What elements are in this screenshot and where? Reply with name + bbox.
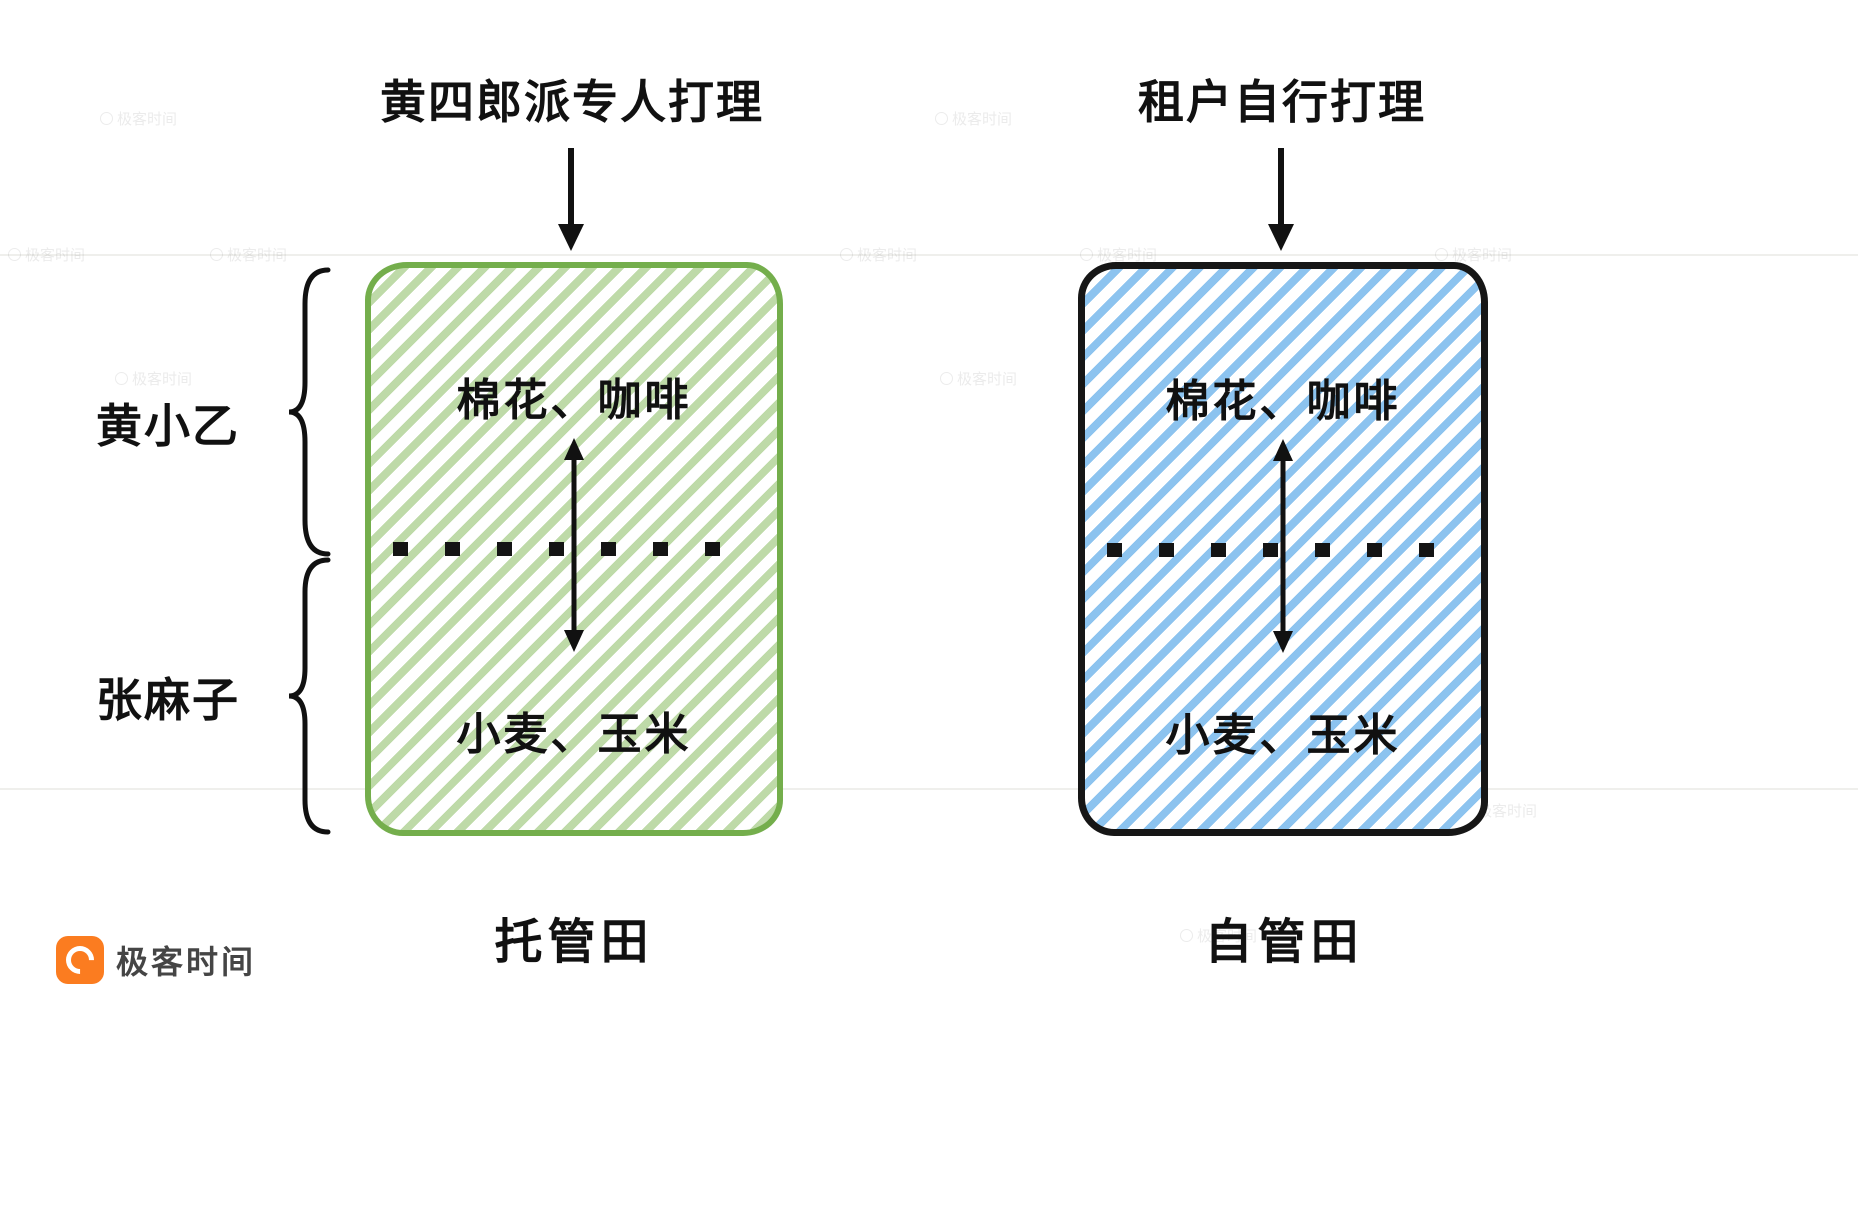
watermark-text: 极客时间 bbox=[952, 111, 1013, 128]
watermark-text: 极客时间 bbox=[132, 371, 193, 388]
watermark-icon bbox=[100, 112, 113, 125]
logo-ring-icon bbox=[60, 940, 100, 980]
watermark: 极客时间 bbox=[840, 244, 917, 265]
geektime-logo-text: 极客时间 bbox=[116, 944, 257, 980]
vertical-double-arrow-icon bbox=[564, 438, 584, 652]
watermark-text: 极客时间 bbox=[1477, 803, 1538, 820]
down-arrow-icon bbox=[1268, 148, 1294, 251]
left-manager-title: 黄四郎派专人打理 bbox=[380, 76, 764, 128]
watermark: 极客时间 bbox=[115, 368, 192, 389]
watermark-text: 极客时间 bbox=[1097, 247, 1158, 264]
managed-field-crops-top: 棉花、咖啡 bbox=[456, 376, 692, 425]
geektime-logo: 极客时间 bbox=[56, 936, 256, 984]
self-field-crops-top: 棉花、咖啡 bbox=[1165, 377, 1401, 426]
watermark: 极客时间 bbox=[100, 108, 177, 129]
watermark-icon bbox=[935, 112, 948, 125]
watermark-icon bbox=[115, 372, 128, 385]
geektime-logo-icon bbox=[56, 936, 104, 984]
watermark-icon bbox=[210, 248, 223, 261]
watermark-text: 极客时间 bbox=[1197, 928, 1258, 945]
watermark: 极客时间 bbox=[210, 244, 287, 265]
watermark-icon bbox=[1435, 248, 1448, 261]
watermark: 极客时间 bbox=[1180, 925, 1257, 946]
watermark-icon bbox=[840, 248, 853, 261]
vertical-double-arrow-icon bbox=[1273, 439, 1293, 653]
faint-horizontal-line bbox=[0, 254, 1858, 256]
self-managed-field-label: 自管田 bbox=[1204, 916, 1364, 969]
watermark: 极客时间 bbox=[1435, 244, 1512, 265]
brace-top-icon bbox=[288, 267, 331, 557]
self-field-crops-bottom: 小麦、玉米 bbox=[1165, 711, 1401, 760]
managed-field-crops-bottom: 小麦、玉米 bbox=[456, 710, 692, 759]
watermark: 极客时间 bbox=[1080, 244, 1157, 265]
brace-bottom-label: 张麻子 bbox=[96, 674, 240, 726]
managed-field-rect: 棉花、咖啡 小麦、玉米 bbox=[365, 262, 783, 836]
watermark-text: 极客时间 bbox=[25, 247, 86, 264]
watermark: 极客时间 bbox=[8, 244, 85, 265]
down-arrow-icon bbox=[558, 148, 584, 251]
managed-field-label: 托管田 bbox=[494, 916, 654, 969]
watermark-text: 极客时间 bbox=[1452, 247, 1513, 264]
watermark-text: 极客时间 bbox=[857, 247, 918, 264]
dotted-divider bbox=[1107, 543, 1465, 557]
watermark-icon bbox=[8, 248, 21, 261]
watermark-text: 极客时间 bbox=[957, 371, 1018, 388]
watermark-icon bbox=[1080, 248, 1093, 261]
watermark: 极客时间 bbox=[935, 108, 1012, 129]
brace-bottom-icon bbox=[288, 557, 331, 835]
faint-horizontal-line bbox=[0, 788, 1858, 790]
watermark-text: 极客时间 bbox=[117, 111, 178, 128]
self-managed-field-rect: 棉花、咖啡 小麦、玉米 bbox=[1078, 262, 1488, 836]
watermark-icon bbox=[940, 372, 953, 385]
watermark: 极客时间 bbox=[940, 368, 1017, 389]
brace-top-label: 黄小乙 bbox=[96, 400, 240, 452]
watermark-text: 极客时间 bbox=[227, 247, 288, 264]
watermark-icon bbox=[1180, 929, 1193, 942]
right-manager-title: 租户自行打理 bbox=[1138, 76, 1426, 128]
